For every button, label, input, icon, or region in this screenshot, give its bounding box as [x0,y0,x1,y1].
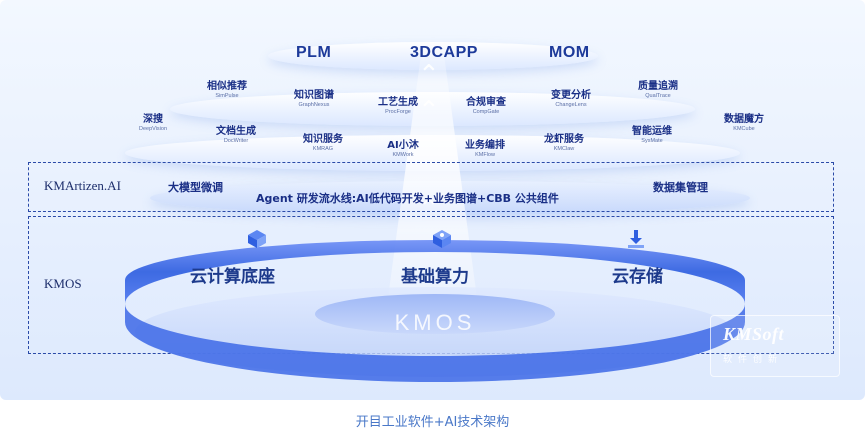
watermark-subtitle: 软件创新 [723,355,784,365]
kmsoft-watermark: KMSoft 软件创新 [710,315,840,377]
module-kmcube: 数据魔方 KMCube [724,110,764,132]
module-code: QualTrace [645,93,671,99]
kmos-item-compute-power: 基础算力 [401,267,469,287]
module-code: ProcForge [385,109,411,115]
up-arrow-icon: ⌃ [418,194,440,224]
product-3dcapp: 3DCAPP [410,44,478,61]
module-code: SimPulse [215,93,239,99]
module-name: 业务编排 [465,140,505,151]
module-code: KMClaw [553,146,575,152]
ai-layer-box [28,162,834,212]
module-procforge: 工艺生成 ProcForge [378,93,418,115]
cloud-compute-icon [248,230,266,248]
module-name: 数据魔方 [724,114,764,125]
module-name: 文档生成 [216,126,256,137]
module-name: 智能运维 [632,126,672,137]
up-arrow-icon: ⌃ [418,60,440,90]
module-code: KMCube [733,126,755,132]
kmos-item-cloud-compute: 云计算底座 [190,267,275,287]
ai-pipeline-label: Agent 研发流水线:AI低代码开发+业务图谱+CBB 公共组件 [256,192,559,205]
module-name: 知识服务 [303,134,343,145]
module-name: 知识图谱 [294,90,334,101]
module-deepvision: 深搜 DeepVision [139,110,167,132]
module-kmclaw: 龙虾服务 KMClaw [544,130,584,152]
module-code: KMFlow [475,152,495,158]
module-name: 质量追溯 [638,81,678,92]
kmos-layer-label: KMOS [44,276,82,291]
ai-finetune-label: 大模型微调 [168,181,223,194]
module-code: DeepVision [138,126,168,132]
kmos-item-cloud-storage: 云存储 [612,267,663,287]
product-plm: PLM [296,44,332,61]
watermark-logo: KMSoft [723,324,785,344]
module-changelens: 变更分析 ChangeLens [551,86,591,108]
module-name: 相似推荐 [207,81,247,92]
module-code: DocWriter [223,138,249,144]
module-name: 工艺生成 [378,97,418,108]
module-code: GraphNexus [298,102,330,108]
ai-dataset-label: 数据集管理 [653,181,708,194]
module-kmrag: 知识服务 KMRAG [303,130,343,152]
module-graphnexus: 知识图谱 GraphNexus [294,86,334,108]
ai-layer-label: KMArtizen.AI [44,178,121,193]
module-kmwork: AI小沐 KMWork [387,136,418,158]
module-code: KMRAG [312,146,334,152]
kmos-platform: KMOS [125,240,745,382]
module-name: AI小沐 [387,140,419,151]
module-name: 合规审查 [466,97,506,108]
module-docwriter: 文档生成 DocWriter [216,122,256,144]
module-simpulse: 相似推荐 SimPulse [207,77,247,99]
module-kmflow: 业务编排 KMFlow [465,136,505,158]
cloud-storage-icon [628,230,644,248]
module-code: CompGate [472,109,500,115]
module-code: ChangeLens [555,102,587,108]
architecture-diagram: ⌃ ⌃ ⌃ PLM 3DCAPP MOM 相似推荐 SimPulse 知识图谱 … [0,0,865,400]
module-compgate: 合规审查 CompGate [466,93,506,115]
module-name: 深搜 [143,114,163,125]
product-mom: MOM [549,44,590,61]
module-code: SysMate [641,138,663,144]
module-sysmate: 智能运维 SysMate [632,122,672,144]
figure-caption: 开目工业软件+AI技术架构 [355,415,510,430]
module-qualtrace: 质量追溯 QualTrace [638,77,678,99]
compute-power-icon [433,230,451,248]
up-arrow-icon: ⌃ [418,96,440,126]
module-name: 龙虾服务 [544,134,584,145]
module-name: 变更分析 [551,90,591,101]
module-code: KMWork [392,152,414,158]
kmos-platform-text: KMOS [395,310,476,335]
